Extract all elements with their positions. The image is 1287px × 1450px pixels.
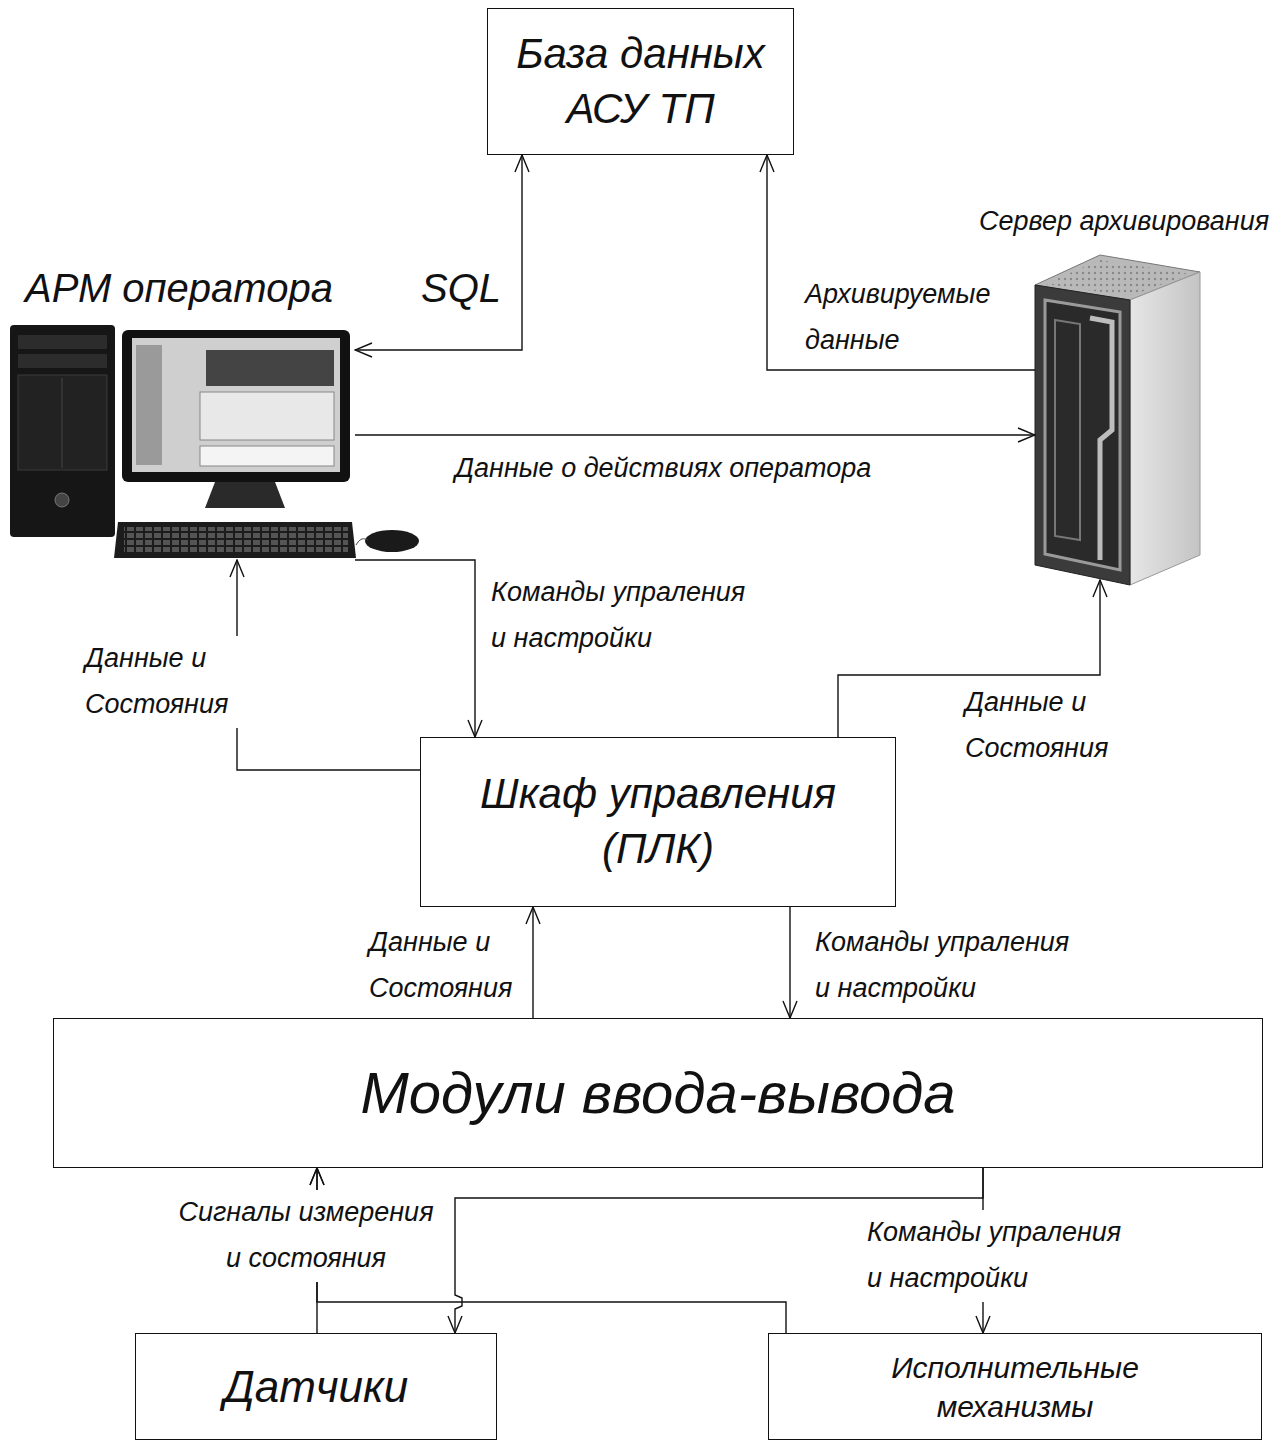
- keyboard-keys: [124, 527, 348, 553]
- connector: [355, 155, 522, 350]
- pc-tower: [10, 325, 115, 537]
- archive-server: Сервер архивирования: [975, 200, 1282, 580]
- server-door: [1045, 300, 1120, 570]
- computer-picture: [10, 325, 419, 558]
- monitor-screen: [132, 338, 340, 472]
- node-label: Исполнительные механизмы: [870, 1348, 1160, 1426]
- connector: [355, 560, 475, 737]
- screen-table: [206, 350, 334, 386]
- drive-bay: [18, 354, 107, 368]
- io-modules-box: Модули ввода-вывода: [53, 1018, 1263, 1168]
- keyboard: [114, 522, 356, 558]
- connector: [789, 907, 790, 1018]
- node-label: АРМ оператора: [25, 262, 355, 314]
- connector: [767, 155, 1035, 370]
- node-label: Сервер архивирования: [979, 204, 1282, 239]
- screen-log: [200, 446, 334, 466]
- edge-label: Сигналы измерения и состояния: [172, 1190, 440, 1282]
- monitor-frame: [122, 330, 350, 482]
- node-label: База данных АСУ ТП: [502, 27, 779, 136]
- sensors-box: Датчики: [135, 1333, 497, 1440]
- power-button: [55, 493, 69, 507]
- edge-label: Данные и Состояния: [962, 680, 1118, 772]
- server-side: [1130, 272, 1200, 585]
- drive-bay: [18, 335, 107, 349]
- server-handle: [1090, 318, 1112, 560]
- connector: [532, 907, 533, 1018]
- screen-form: [200, 392, 334, 440]
- edge-label: Команды упраления и настройки: [488, 570, 769, 662]
- monitor-stand: [205, 482, 285, 508]
- edge-label: SQL: [418, 262, 504, 314]
- edge-label: Данные и Состояния: [82, 636, 238, 728]
- server-front: [1035, 285, 1130, 585]
- node-label: Датчики: [224, 1358, 409, 1415]
- node-label: Шкаф управления (ПЛК): [435, 767, 881, 876]
- edge-label: Команды упраления и настройки: [864, 1210, 1145, 1302]
- mouse-cable: [356, 539, 368, 545]
- server-panel: [1055, 320, 1080, 540]
- node-label: Модули ввода-вывода: [360, 1055, 955, 1130]
- edge-label: Архивируемые данные: [802, 272, 1008, 364]
- server-picture: [1035, 255, 1200, 585]
- connector: [355, 434, 1035, 435]
- edge-label: Данные о действиях оператора: [452, 446, 874, 492]
- actuators-box: Исполнительные механизмы: [768, 1333, 1262, 1440]
- tower-door-split: [62, 378, 63, 468]
- connector: [237, 560, 420, 770]
- screen-panel: [136, 345, 162, 465]
- operator-workstation: АРМ оператора: [5, 258, 355, 560]
- mouse: [365, 530, 419, 552]
- tower-door: [18, 375, 107, 470]
- plc-cabinet-box: Шкаф управления (ПЛК): [420, 737, 896, 907]
- database-box: База данных АСУ ТП: [487, 8, 794, 155]
- edge-label: Данные и Состояния: [366, 920, 524, 1012]
- edge-label: Команды упраления и настройки: [812, 920, 1093, 1012]
